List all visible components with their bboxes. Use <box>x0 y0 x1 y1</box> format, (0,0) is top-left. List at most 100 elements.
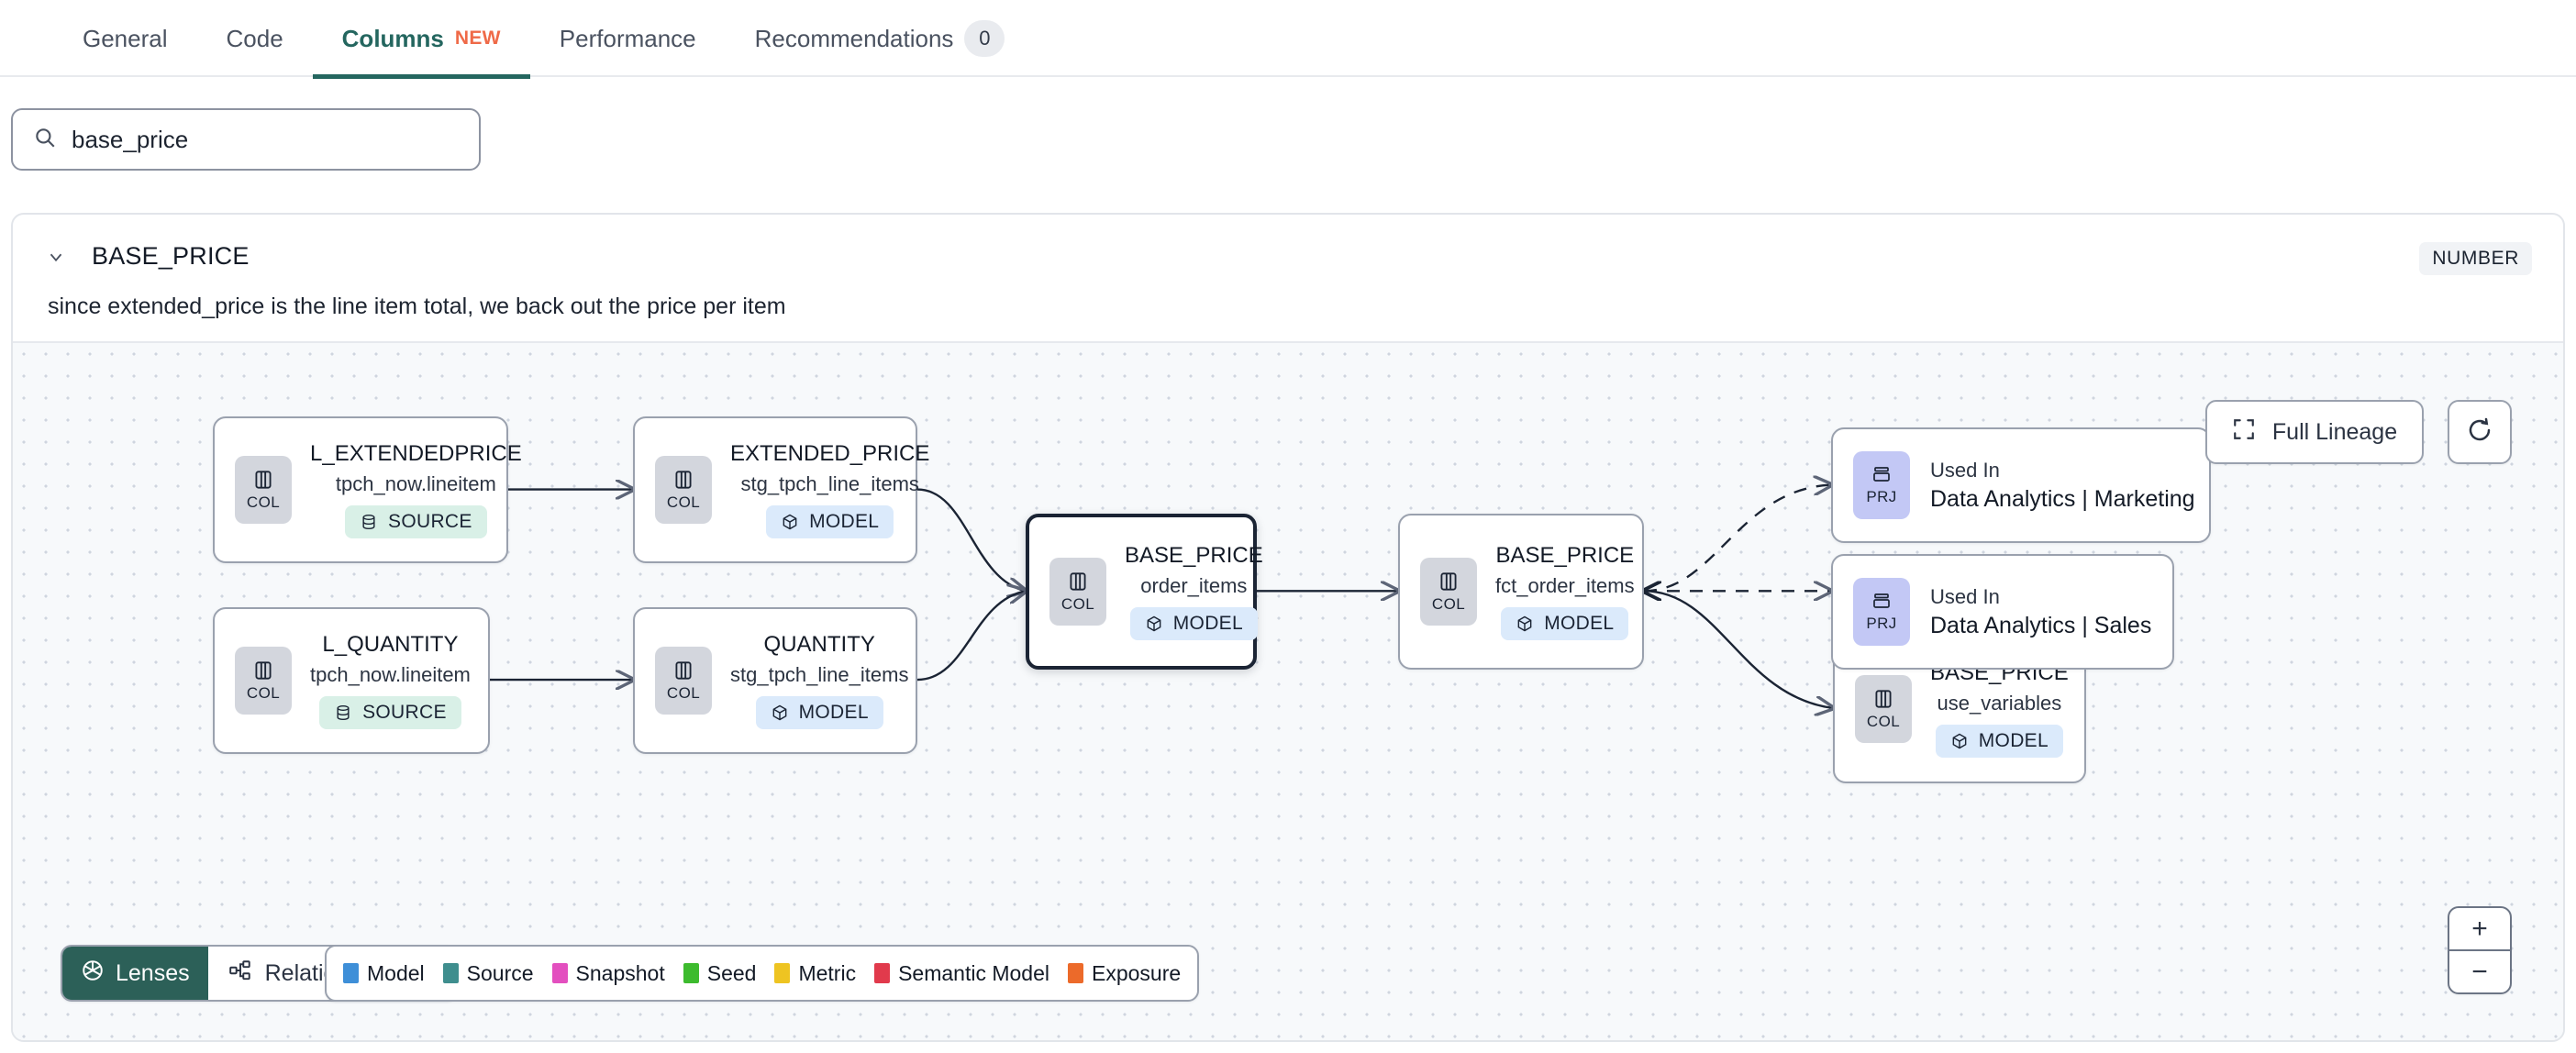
node-tag-model: MODEL <box>1501 607 1629 640</box>
node-kind-label: COL <box>1866 713 1901 730</box>
project-icon: PRJ <box>1853 451 1910 519</box>
legend-swatch <box>683 963 699 983</box>
legend-item-source: Source <box>442 961 534 986</box>
cube-icon <box>783 514 797 530</box>
node-subtitle: fct_order_items <box>1495 574 1635 597</box>
zoom-controls[interactable]: + − <box>2448 906 2512 994</box>
lineage-node-quantity[interactable]: COL QUANTITY stg_tpch_line_items MODEL <box>633 607 917 754</box>
lineage-node-order-items[interactable]: COL BASE_PRICE order_items MODEL <box>1026 514 1263 670</box>
node-tag-label: SOURCE <box>362 702 447 723</box>
legend-swatch <box>774 963 791 983</box>
tab-label: Columns <box>341 24 444 52</box>
relationships-icon <box>228 959 252 989</box>
cube-icon <box>1517 615 1532 632</box>
node-title: BASE_PRICE <box>1125 543 1263 568</box>
column-icon: COL <box>1420 558 1477 626</box>
legend-swatch <box>343 963 359 983</box>
tab-general[interactable]: General <box>53 0 197 77</box>
tab-label: Recommendations <box>754 24 954 52</box>
tab-performance[interactable]: Performance <box>530 0 726 77</box>
node-kind-label: PRJ <box>1866 488 1897 505</box>
lenses-label: Lenses <box>116 959 190 986</box>
full-lineage-label: Full Lineage <box>2271 418 2398 445</box>
legend-label: Model <box>367 960 425 985</box>
search-icon <box>33 126 57 154</box>
node-tag-label: MODEL <box>1172 613 1243 634</box>
legend-item-seed: Seed <box>683 960 757 986</box>
search-box[interactable] <box>11 108 481 171</box>
lineage-node-project-marketing[interactable]: PRJ Used In Data Analytics | Marketing <box>1831 427 2211 543</box>
project-icon: PRJ <box>1853 578 1910 646</box>
column-description: since extended_price is the line item to… <box>48 294 786 319</box>
node-tag-model: MODEL <box>1935 725 2063 758</box>
node-tag-label: MODEL <box>809 511 880 532</box>
node-tag-model: MODEL <box>766 505 894 538</box>
node-kind-label: COL <box>1060 595 1095 613</box>
node-tag-label: SOURCE <box>388 511 472 532</box>
node-tag-label: MODEL <box>798 702 869 723</box>
legend-label: Seed <box>706 960 757 985</box>
lens-aperture-icon <box>81 959 105 989</box>
tab-recommendations[interactable]: Recommendations 0 <box>726 0 1035 77</box>
project-used-in-label: Used In <box>1930 458 2000 482</box>
node-title: L_EXTENDEDPRICE <box>310 441 522 466</box>
tab-code[interactable]: Code <box>197 0 313 77</box>
column-type-badge: NUMBER <box>2419 242 2532 275</box>
column-name: BASE_PRICE <box>92 242 250 270</box>
node-subtitle: tpch_now.lineitem <box>310 663 471 686</box>
legend-item-metric: Metric <box>774 961 856 986</box>
legend-label: Exposure <box>1092 960 1182 985</box>
node-tag-model: MODEL <box>755 696 883 729</box>
node-tag-label: MODEL <box>1978 730 2049 751</box>
database-icon <box>362 514 375 530</box>
tab-label: Code <box>226 24 283 52</box>
project-used-in-label: Used In <box>1930 584 2000 608</box>
tab-label: General <box>83 24 168 52</box>
legend-swatch <box>874 963 891 983</box>
lineage-node-extended-price[interactable]: COL EXTENDED_PRICE stg_tpch_line_items M… <box>633 416 929 563</box>
legend-swatch <box>551 963 568 983</box>
node-title: BASE_PRICE <box>1495 543 1635 568</box>
node-kind-label: PRJ <box>1866 615 1897 632</box>
full-lineage-button[interactable]: Full Lineage <box>2205 400 2424 464</box>
legend-item-semantic-model: Semantic Model <box>874 961 1049 986</box>
lineage-node-l-quantity[interactable]: COL L_QUANTITY tpch_now.lineitem SOURCE <box>213 607 490 754</box>
node-subtitle: stg_tpch_line_items <box>740 472 919 495</box>
legend-item-model: Model <box>343 961 425 986</box>
cube-icon <box>772 704 786 721</box>
node-tag-label: MODEL <box>1544 613 1615 634</box>
legend-item-exposure: Exposure <box>1068 961 1181 986</box>
node-tag-source: SOURCE <box>345 505 487 538</box>
zoom-out-button[interactable]: − <box>2471 956 2488 987</box>
node-subtitle: order_items <box>1140 574 1248 597</box>
node-kind-label: COL <box>246 493 281 511</box>
lenses-button[interactable]: Lenses <box>62 947 208 1000</box>
refresh-button[interactable] <box>2448 400 2512 464</box>
lineage-node-fct-order-items[interactable]: COL BASE_PRICE fct_order_items MODEL <box>1398 514 1644 670</box>
lineage-node-l-extendedprice[interactable]: COL L_EXTENDEDPRICE tpch_now.lineitem SO… <box>213 416 522 563</box>
legend-swatch <box>1068 963 1083 983</box>
column-icon: COL <box>655 647 712 715</box>
node-subtitle: tpch_now.lineitem <box>335 472 496 495</box>
lineage-canvas[interactable]: COL L_EXTENDEDPRICE tpch_now.lineitem SO… <box>13 341 2563 1040</box>
project-name: Data Analytics | Sales <box>1930 612 2152 638</box>
column-icon: COL <box>1855 675 1912 743</box>
search-input[interactable] <box>72 125 459 154</box>
lineage-node-project-sales[interactable]: PRJ Used In Data Analytics | Sales <box>1831 554 2174 670</box>
legend-label: Semantic Model <box>898 960 1049 985</box>
expand-icon <box>2232 417 2256 448</box>
node-tag-model: MODEL <box>1129 607 1258 640</box>
column-icon: COL <box>655 456 712 524</box>
tab-bar: General Code Columns NEW Performance Rec… <box>0 0 2576 79</box>
tab-columns[interactable]: Columns NEW <box>312 0 530 79</box>
legend-label: Metric <box>798 960 857 985</box>
column-detail-card: BASE_PRICE NUMBER since extended_price i… <box>11 213 2565 1042</box>
node-title: EXTENDED_PRICE <box>730 441 930 466</box>
database-icon <box>337 704 350 721</box>
chevron-down-icon[interactable] <box>44 245 68 269</box>
column-header: BASE_PRICE NUMBER since extended_price i… <box>13 215 2563 339</box>
node-kind-label: COL <box>246 684 281 702</box>
lineage-legend: Model Source Snapshot Seed Metric Semant… <box>325 945 1200 1002</box>
zoom-in-button[interactable]: + <box>2449 908 2510 951</box>
node-title: L_QUANTITY <box>322 632 459 657</box>
